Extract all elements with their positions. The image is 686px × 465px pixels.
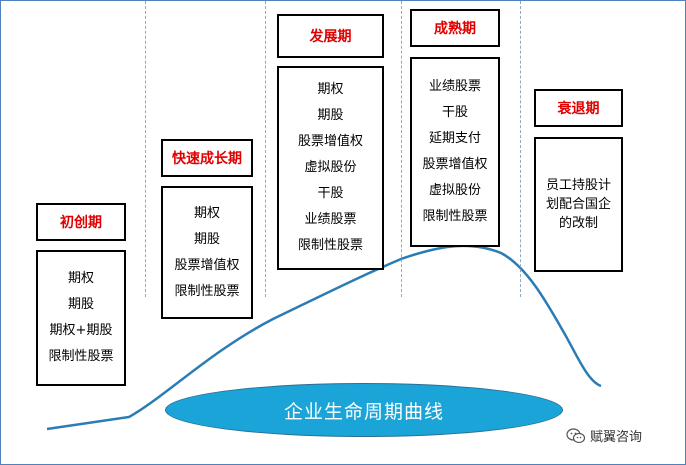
tool-item: 业绩股票 — [304, 212, 357, 227]
stage-divider — [265, 1, 266, 297]
tool-item: 限制性股票 — [48, 349, 114, 364]
tool-item: 划配合国企 — [545, 197, 611, 212]
tool-item: 股票增值权 — [174, 257, 240, 273]
tool-item: 期权 — [193, 205, 220, 221]
stage-tools-development: 期权 期股 股票增值权 虚拟股份 干股 业绩股票 限制性股票 — [277, 66, 384, 270]
wechat-icon — [566, 427, 586, 443]
stage-title-maturity: 成熟期 — [410, 9, 500, 47]
stage-divider — [401, 1, 402, 297]
stage-tools-rapid-growth: 期权 期股 股票增值权 限制性股票 — [161, 186, 253, 319]
tool-item: 期股 — [193, 231, 220, 247]
tool-item: 的改制 — [558, 216, 598, 231]
stage-title-rapid-growth: 快速成长期 — [161, 139, 253, 177]
stage-title-decline: 衰退期 — [534, 89, 623, 127]
stage-tools-decline: 员工持股计 划配合国企 的改制 — [534, 137, 623, 272]
tool-item: 员工持股计 — [545, 178, 611, 193]
tool-item: 期权+期股 — [49, 323, 113, 338]
stage-title-startup: 初创期 — [36, 203, 126, 241]
tool-item: 期权 — [67, 271, 94, 286]
tool-item: 虚拟股份 — [304, 160, 357, 175]
tool-item: 股票增值权 — [297, 134, 363, 149]
tool-item: 限制性股票 — [422, 209, 488, 224]
curve-label: 企业生命周期曲线 — [283, 400, 444, 423]
tool-item: 期权 — [317, 82, 344, 97]
stage-divider — [520, 1, 521, 297]
tool-item: 期股 — [67, 297, 94, 312]
tool-item: 期股 — [317, 108, 344, 123]
stage-tools-maturity: 业绩股票 干股 延期支付 股票增值权 虚拟股份 限制性股票 — [410, 57, 500, 247]
stage-tools-startup: 期权 期股 期权+期股 限制性股票 — [36, 250, 126, 386]
tool-item: 虚拟股份 — [428, 183, 481, 198]
tool-item: 限制性股票 — [297, 238, 363, 253]
tool-item: 延期支付 — [428, 131, 481, 146]
tool-item: 干股 — [441, 105, 468, 120]
curve-label-ellipse: 企业生命周期曲线 — [165, 383, 563, 437]
stage-divider — [145, 1, 146, 297]
tool-item: 业绩股票 — [428, 79, 481, 94]
tool-item: 限制性股票 — [174, 283, 240, 299]
watermark: 赋翼咨询 — [566, 426, 642, 445]
stage-title-development: 发展期 — [277, 14, 384, 58]
watermark-text: 赋翼咨询 — [590, 430, 643, 445]
tool-item: 干股 — [317, 186, 344, 201]
tool-item: 股票增值权 — [422, 157, 488, 172]
